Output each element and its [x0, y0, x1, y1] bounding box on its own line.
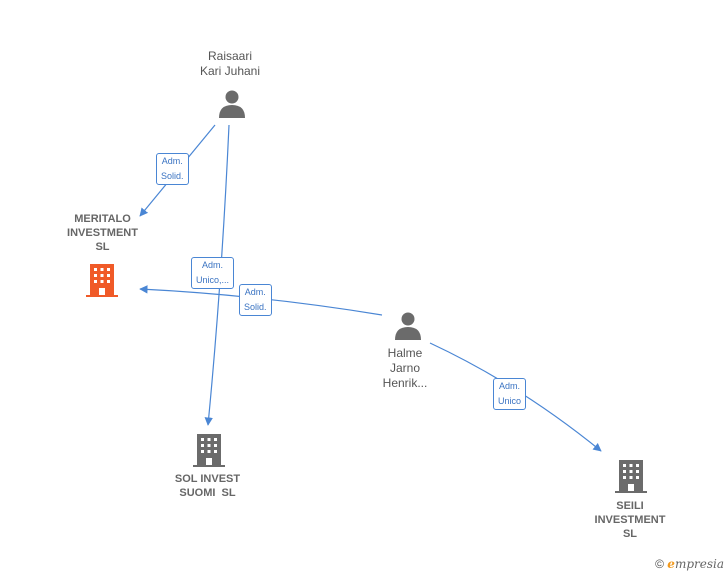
- seili-name-line1: SEILI: [616, 500, 644, 512]
- sol-invest-name-line1: SOL INVEST: [174, 473, 241, 485]
- meritalo-name-line1: MERITALO: [74, 213, 131, 225]
- building-icon[interactable]: [193, 432, 225, 468]
- halme-name-line1: Halme: [387, 346, 423, 360]
- edge-label-raisaari-sol[interactable]: Adm. Unico,...: [191, 257, 235, 289]
- brand-logo: empresia: [667, 557, 724, 571]
- edge-label-line1: Adm.: [244, 287, 266, 297]
- meritalo-name-line2: INVESTMENT: [67, 227, 138, 239]
- raisaari-label[interactable]: Raisaari Kari Juhani: [170, 49, 290, 79]
- meritalo-label[interactable]: MERITALO INVESTMENT SL: [40, 212, 165, 254]
- building-icon[interactable]: [86, 262, 118, 298]
- copyright-symbol: ©: [655, 557, 664, 571]
- raisaari-name-line2: Kari Juhani: [199, 64, 261, 78]
- edge-label-line1: Adm.: [161, 156, 183, 166]
- edge-label-line1: Adm.: [202, 260, 224, 270]
- edge-label-line2: Solid.: [244, 302, 267, 312]
- halme-label[interactable]: Halme Jarno Henrik...: [355, 346, 455, 391]
- person-icon[interactable]: [393, 311, 423, 341]
- raisaari-name-line1: Raisaari: [207, 49, 252, 63]
- halme-name-line3: Henrik...: [382, 376, 428, 390]
- sol-invest-name-line2: SUOMI SL: [179, 487, 236, 499]
- sol-invest-label[interactable]: SOL INVEST SUOMI SL: [150, 472, 265, 500]
- seili-name-line3: SL: [622, 528, 638, 540]
- seili-label[interactable]: SEILI INVESTMENT SL: [575, 499, 685, 541]
- edge-label-halme-seili[interactable]: Adm. Unico: [493, 378, 527, 410]
- halme-name-line2: Jarno: [389, 361, 421, 375]
- seili-name-line2: INVESTMENT: [594, 514, 666, 526]
- edge-label-line2: Solid.: [161, 171, 184, 181]
- edge-label-halme-meritalo[interactable]: Adm. Solid.: [239, 284, 272, 316]
- person-icon[interactable]: [217, 89, 247, 119]
- building-icon[interactable]: [615, 458, 647, 494]
- meritalo-name-line3: SL: [95, 241, 110, 253]
- edge-label-raisaari-meritalo[interactable]: Adm. Solid.: [156, 153, 189, 185]
- footer-brand: © empresia: [655, 557, 724, 571]
- edge-label-line1: Adm.: [499, 381, 521, 391]
- edge-label-line2: Unico,...: [196, 275, 230, 285]
- edge-label-line2: Unico: [498, 396, 522, 406]
